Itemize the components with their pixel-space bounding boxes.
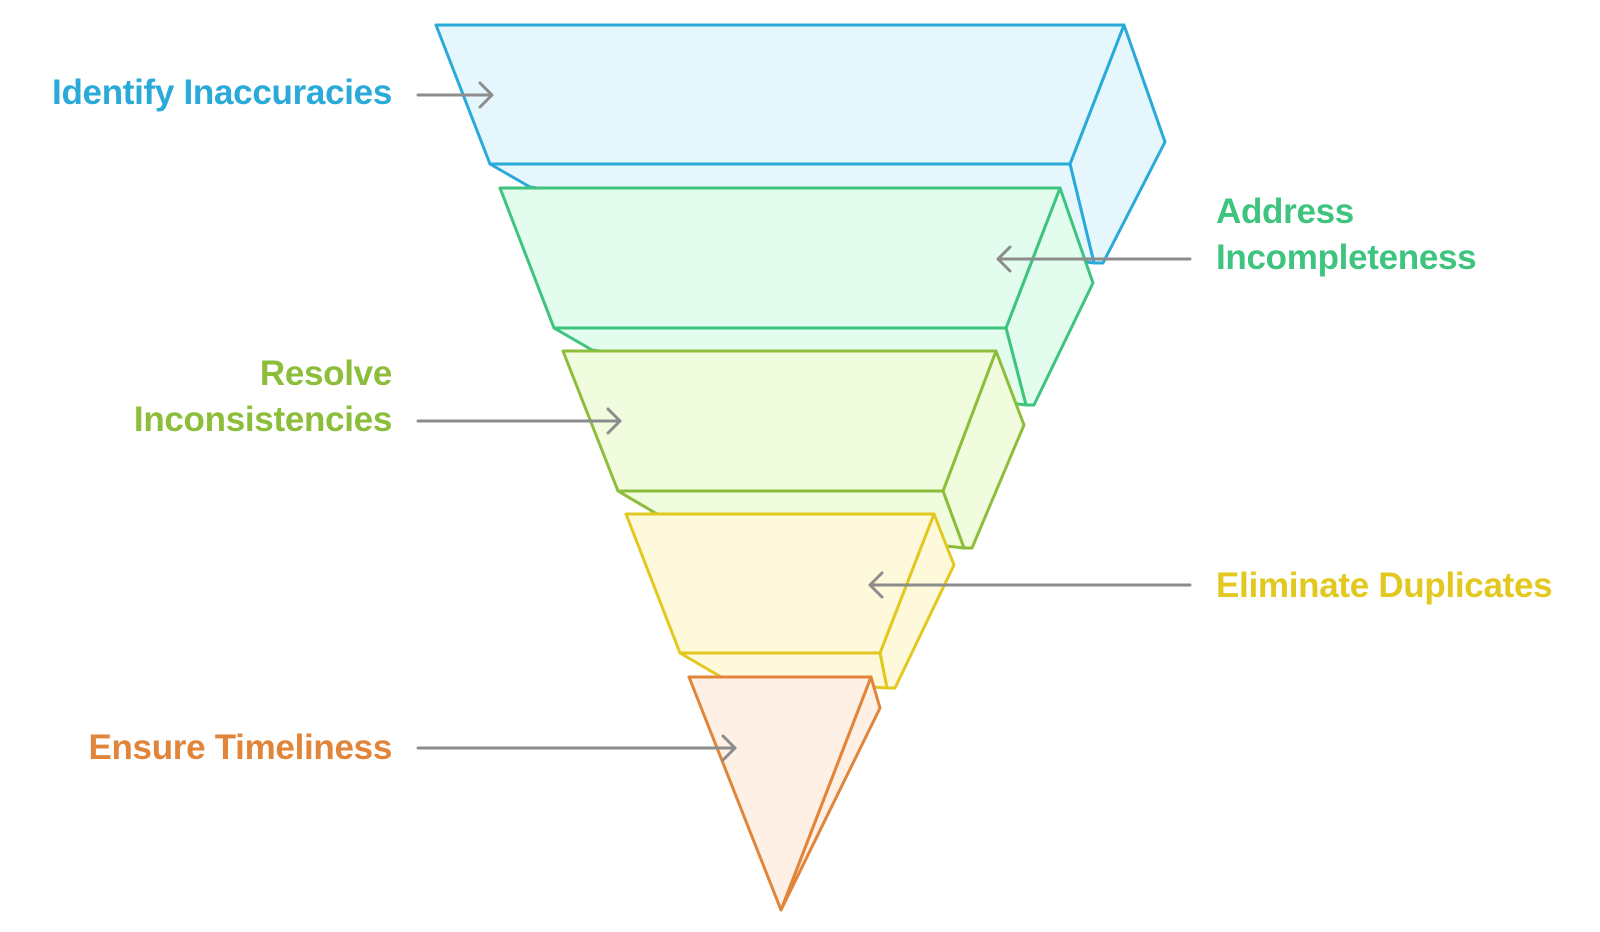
stage-label-line: Address [1216, 192, 1354, 231]
layer-front-face [687, 675, 873, 912]
arrow-head-icon [606, 407, 622, 435]
arrow-head-icon [868, 571, 884, 599]
stage-label-ensure-timeliness: Ensure Timeliness [20, 725, 392, 771]
arrow-resolve-inconsistencies [416, 407, 622, 435]
arrow-head-icon [478, 81, 494, 109]
arrow-address-incompleteness [996, 245, 1192, 273]
layer-front-face [498, 186, 1062, 330]
arrow-head-icon [721, 734, 737, 762]
layer-front-face [624, 512, 936, 655]
arrow-ensure-timeliness [416, 734, 737, 762]
stage-label-address-incompleteness: Address Incompleteness [1216, 189, 1576, 281]
arrow-head-icon [996, 245, 1012, 273]
connector-arrows [416, 81, 1192, 762]
stage-label-line: Inconsistencies [133, 400, 392, 439]
stage-label-resolve-inconsistencies: Resolve Inconsistencies [20, 351, 392, 443]
stage-label-line: Identify Inaccuracies [52, 73, 392, 112]
stage-label-eliminate-duplicates: Eliminate Duplicates [1216, 563, 1586, 609]
stage-label-line: Resolve [259, 354, 392, 393]
layer-front-face [561, 349, 998, 493]
funnel-layer-eliminate-duplicates [624, 512, 956, 690]
stage-label-line: Ensure Timeliness [88, 728, 392, 767]
arrow-eliminate-duplicates [868, 571, 1192, 599]
arrow-identify-inaccuracies [416, 81, 494, 109]
stage-label-line: Eliminate Duplicates [1216, 566, 1553, 605]
stage-label-identify-inaccuracies: Identify Inaccuracies [20, 70, 392, 116]
stage-label-line: Incompleteness [1216, 238, 1477, 277]
funnel-layer-ensure-timeliness [687, 675, 882, 912]
layer-front-face [434, 23, 1126, 166]
